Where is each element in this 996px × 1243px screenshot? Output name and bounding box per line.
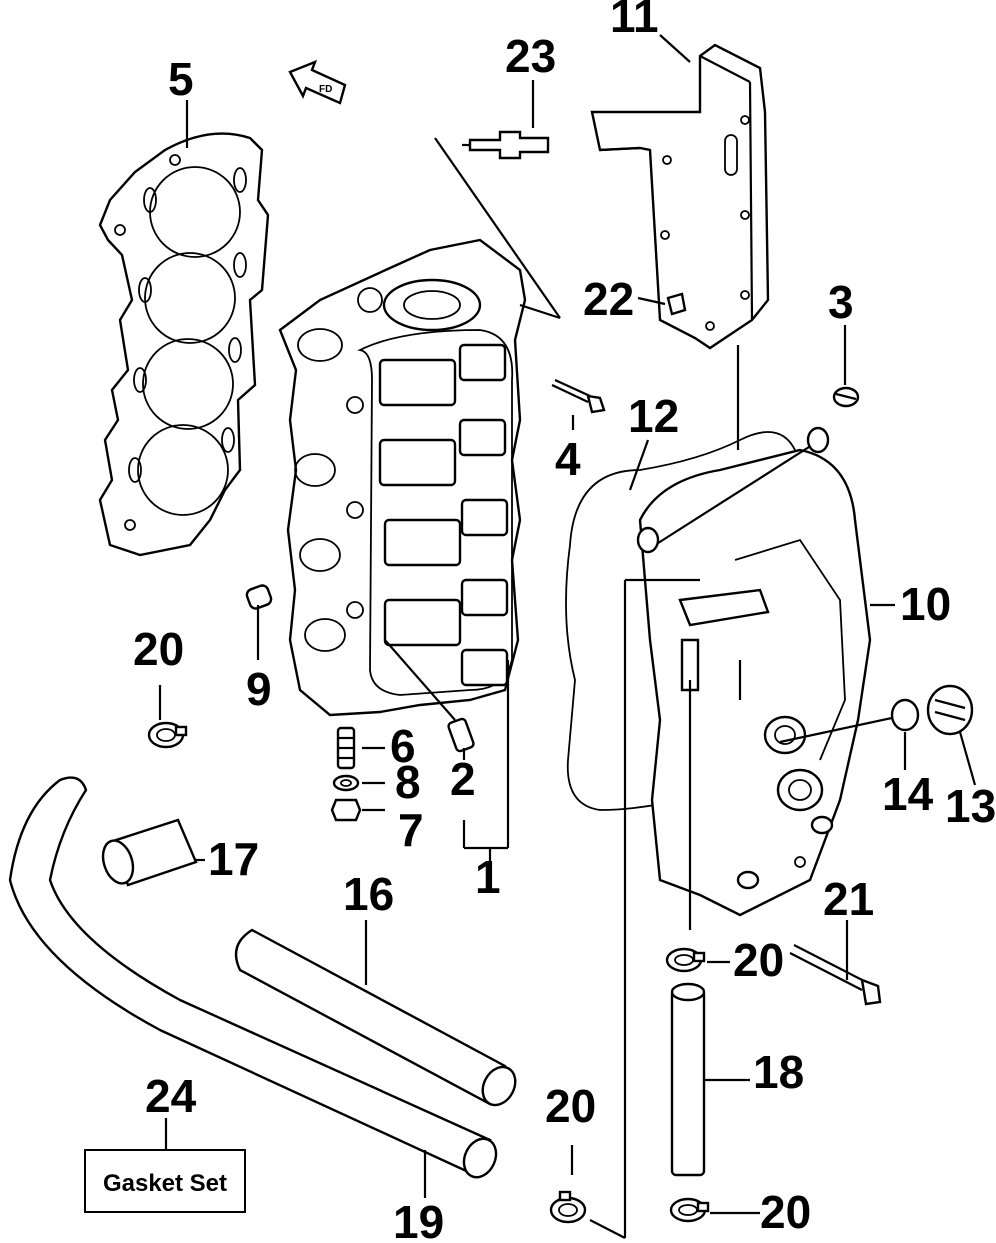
plug-3-part <box>832 386 860 408</box>
bracket-part <box>590 43 770 350</box>
callout-20-bottom-left: 20 <box>545 1080 596 1132</box>
straight-hose-16-part <box>234 928 517 1107</box>
svg-text:FD: FD <box>319 84 332 95</box>
callout-16: 16 <box>343 868 394 920</box>
callout-labels: 1 2 3 4 5 6 7 8 9 10 11 12 13 14 16 17 1… <box>133 0 996 1243</box>
callout-1: 1 <box>475 851 501 903</box>
callout-20-bottom-right: 20 <box>760 1186 811 1238</box>
head-gasket-part <box>98 132 270 557</box>
callout-5: 5 <box>168 53 194 105</box>
cylinder-head-cover-part <box>636 426 872 917</box>
hose-clamp-part-b <box>665 947 706 973</box>
callout-8: 8 <box>395 756 421 808</box>
callout-19: 19 <box>393 1196 444 1243</box>
callout-17: 17 <box>208 833 259 885</box>
callout-3: 3 <box>828 276 854 328</box>
washer-part <box>332 774 360 792</box>
front-direction-arrow-icon: FD <box>288 59 347 105</box>
bolt-4-part <box>551 378 606 414</box>
o-ring-part <box>890 698 920 732</box>
callout-23: 23 <box>505 30 556 82</box>
dowel-pin-part <box>245 584 273 610</box>
cylinder-head-part <box>278 238 527 717</box>
callout-22: 22 <box>583 273 634 325</box>
hose-clamp-part-c <box>549 1190 587 1224</box>
hose-18-part <box>670 982 706 1177</box>
callout-13: 13 <box>945 780 996 832</box>
callout-18: 18 <box>753 1046 804 1098</box>
callout-6: 6 <box>390 720 416 772</box>
callout-12: 12 <box>628 390 679 442</box>
callout-2: 2 <box>450 753 476 805</box>
callout-24: 24 <box>145 1070 197 1122</box>
callout-10: 10 <box>900 578 951 630</box>
callout-11: 11 <box>610 0 659 42</box>
plug-22-part <box>666 292 687 316</box>
stud-part <box>336 726 356 770</box>
callout-21: 21 <box>823 873 874 925</box>
cap-part <box>926 684 974 736</box>
short-hose-part <box>101 818 198 887</box>
leader-lines <box>158 34 977 1239</box>
callout-9: 9 <box>246 663 272 715</box>
callout-20-left: 20 <box>133 623 184 675</box>
callout-20-right-upper: 20 <box>733 934 784 986</box>
hose-clamp-part-a <box>147 721 188 749</box>
hose-clamp-part-d <box>669 1197 710 1223</box>
spark-plug-part <box>462 130 550 160</box>
fitting-part <box>384 639 475 753</box>
gasket-set-label: Gasket Set <box>103 1170 227 1197</box>
callout-7: 7 <box>398 804 424 856</box>
long-hose-19-part <box>8 776 498 1179</box>
nut-part <box>330 798 362 822</box>
callout-14: 14 <box>882 768 934 820</box>
gasket-set-box: Gasket Set <box>84 1149 246 1213</box>
bolt-21-part <box>789 944 882 1006</box>
callout-4: 4 <box>555 433 581 485</box>
